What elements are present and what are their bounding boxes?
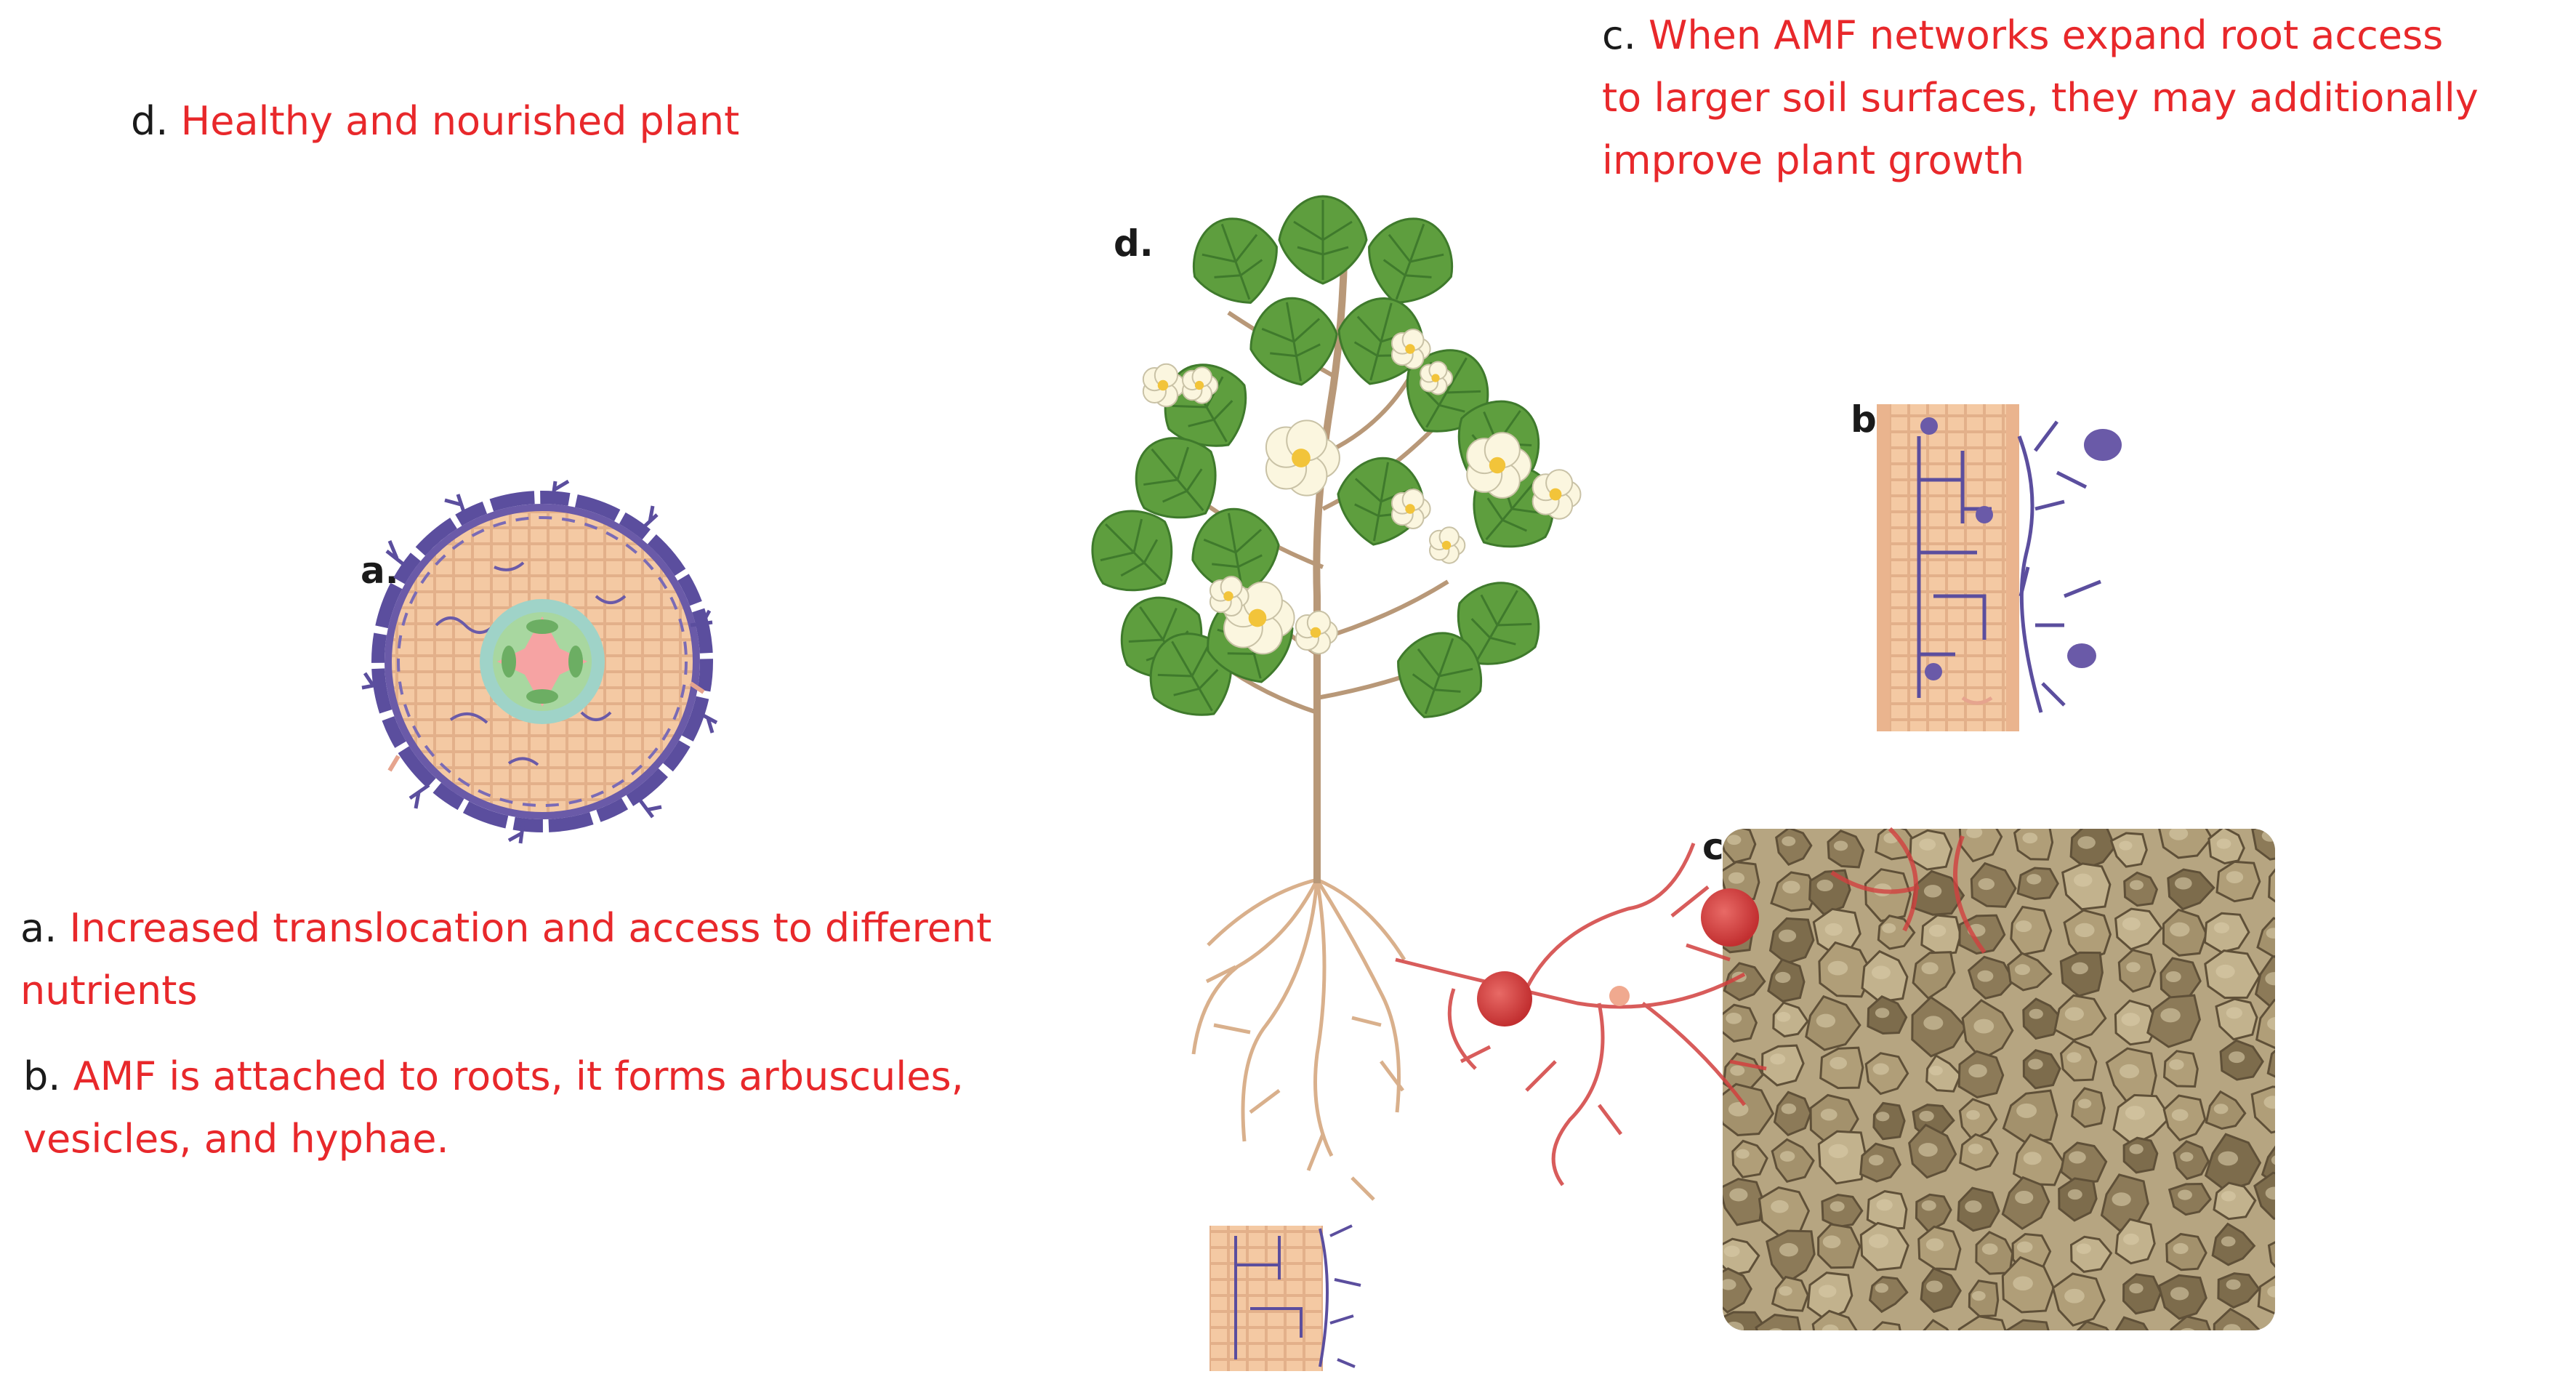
cotton-boll bbox=[1265, 419, 1340, 497]
soil-particle bbox=[2267, 1237, 2275, 1276]
soil-particle bbox=[1723, 1003, 1758, 1042]
soil-particle bbox=[1864, 1052, 1909, 1096]
caption-b: b. AMF is attached to roots, it forms ar… bbox=[23, 1045, 964, 1170]
soil-particle bbox=[1766, 1229, 1816, 1285]
panel-letter-d: d. bbox=[1114, 222, 1154, 265]
caption-a-line-2: nutrients bbox=[20, 968, 198, 1013]
soil-particle bbox=[2122, 1273, 2162, 1315]
soil-particle bbox=[1956, 1315, 2011, 1330]
caption-b-line-1: AMF is attached to roots, it forms arbus… bbox=[73, 1053, 964, 1099]
soil-particle bbox=[1772, 1001, 1809, 1038]
cotton-boll bbox=[1182, 366, 1219, 404]
soil-particle bbox=[1771, 1138, 1815, 1183]
soil-particle bbox=[1760, 1044, 1805, 1087]
soil-particle bbox=[2261, 1318, 2275, 1330]
cotton-boll bbox=[1390, 329, 1431, 369]
soil-particle bbox=[2203, 912, 2250, 954]
soil-particle bbox=[2166, 1315, 2215, 1330]
soil-particle bbox=[2061, 862, 2112, 911]
caption-c-line-3: improve plant growth bbox=[1602, 137, 2025, 183]
soil-particle bbox=[1925, 1054, 1962, 1093]
soil-block bbox=[1723, 827, 2275, 1330]
caption-c: c. When AMF networks expand root access … bbox=[1602, 4, 2479, 192]
soil-particle bbox=[2256, 917, 2275, 958]
caption-c-line-1: When AMF networks expand root access bbox=[1649, 12, 2444, 58]
soil-particle bbox=[2007, 952, 2053, 992]
soil-particle bbox=[2250, 1085, 2275, 1134]
fungal-mycelium bbox=[1395, 843, 1767, 1186]
soil-particle bbox=[2022, 997, 2063, 1040]
cotton-boll bbox=[1209, 576, 1249, 616]
cotton-boll bbox=[1420, 361, 1453, 395]
soil-particle bbox=[2268, 857, 2275, 910]
caption-d-text: Healthy and nourished plant bbox=[180, 98, 740, 144]
soil-particle bbox=[2215, 997, 2258, 1041]
cotton-boll bbox=[1295, 610, 1338, 655]
soil-particle bbox=[2213, 1307, 2266, 1330]
soil-particle bbox=[2002, 1319, 2053, 1330]
cotton-plant bbox=[1091, 195, 1582, 883]
cotton-boll bbox=[1390, 489, 1431, 529]
soil-particle bbox=[1723, 1267, 1752, 1314]
soil-particle bbox=[2109, 832, 2148, 868]
soil-particle bbox=[2112, 1093, 2172, 1146]
soil-particle bbox=[1723, 1311, 1771, 1330]
caption-c-line-2: to larger soil surfaces, they may additi… bbox=[1602, 75, 2479, 121]
caption-a-line-1: Increased translocation and access to di… bbox=[69, 905, 992, 951]
soil-particle bbox=[2106, 1316, 2156, 1330]
soil-particle bbox=[2257, 1275, 2275, 1315]
cotton-boll bbox=[1142, 363, 1186, 408]
soil-particle bbox=[1909, 829, 1953, 871]
fungal-spore-2 bbox=[1701, 888, 1759, 947]
cotton-boll bbox=[1429, 526, 1466, 564]
soil-particle bbox=[2213, 1181, 2257, 1221]
cotton-boll bbox=[1466, 432, 1531, 499]
soil-particle bbox=[2266, 1040, 2275, 1083]
leaf bbox=[1091, 510, 1173, 592]
soil-particle bbox=[1817, 1223, 1861, 1269]
soil-particle bbox=[1912, 951, 1956, 1000]
plant-roots bbox=[1191, 877, 1406, 1201]
soil-particle bbox=[1958, 1098, 1998, 1142]
leaf bbox=[1249, 297, 1338, 386]
caption-b-line-2: vesicles, and hyphae. bbox=[23, 1116, 449, 1162]
soil-particle bbox=[2253, 1171, 2275, 1220]
soil-particle bbox=[2058, 1177, 2098, 1222]
fungal-spore-1 bbox=[1477, 971, 1532, 1027]
caption-a: a. Increased translocation and access to… bbox=[20, 897, 991, 1022]
soil-particle bbox=[2255, 998, 2275, 1050]
leaf bbox=[1457, 582, 1540, 665]
caption-d: d. Healthy and nourished plant bbox=[131, 98, 740, 144]
mycelium-hub bbox=[1609, 986, 1630, 1006]
soil-particle bbox=[1920, 1319, 1956, 1330]
soil-particle bbox=[1869, 1321, 1904, 1330]
soil-particle bbox=[1872, 1101, 1906, 1141]
soil-particle bbox=[2123, 871, 2159, 907]
soil-particle bbox=[1773, 1090, 1812, 1137]
root-cross-section bbox=[361, 479, 718, 844]
soil-particle bbox=[1755, 1314, 1803, 1330]
soil-particle bbox=[1920, 1267, 1962, 1313]
leaf bbox=[1135, 437, 1217, 519]
soil-particle bbox=[1723, 1178, 1764, 1226]
leaf bbox=[1278, 195, 1368, 285]
leaf bbox=[1193, 217, 1278, 304]
soil-particle bbox=[1811, 1309, 1861, 1330]
soil-particle bbox=[2010, 905, 2053, 956]
soil-particle bbox=[2069, 1320, 2122, 1330]
cotton-boll bbox=[1531, 469, 1582, 520]
root-segment-amf bbox=[1877, 404, 2122, 731]
leaf bbox=[1397, 632, 1482, 718]
soil-particle bbox=[2059, 951, 2104, 997]
soil-particle bbox=[2254, 955, 2275, 1011]
root-segment-small bbox=[1209, 1224, 1361, 1371]
